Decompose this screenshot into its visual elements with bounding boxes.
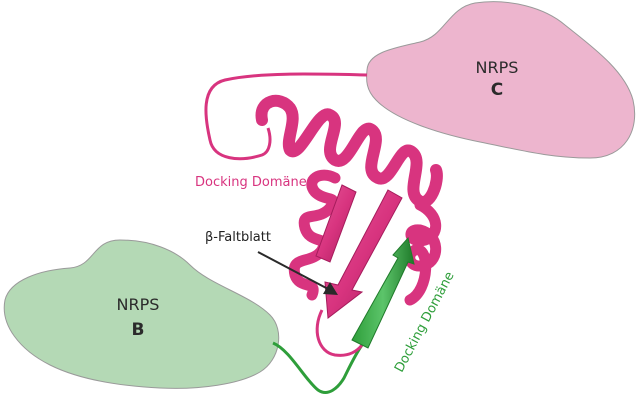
beta-strand-2 [324,189,403,319]
green-linker-loop [272,341,364,394]
nrps-c-title: NRPS [475,58,519,77]
beta-sheet-pointer [257,251,331,291]
alpha-helix-right [404,199,442,306]
beta-strand-1 [315,184,357,263]
beta-sheet-label: β-Faltblatt [205,230,271,245]
alpha-helix-top [255,94,443,208]
alpha-helix-left [288,169,341,301]
nrps-b-title: NRPS [116,295,160,314]
beta-sheet-pointer-head [323,282,338,295]
nrps-b-blob [3,239,280,389]
beta-strand-green [351,236,415,349]
docking-domain-pink-label: Docking Domäne [195,175,307,190]
nrps-c-sub: C [490,80,504,100]
pink-linker-loop [204,72,368,161]
nrps-c-blob [366,1,636,159]
pink-lower-loop [315,309,364,357]
nrps-b-sub: B [131,320,145,340]
